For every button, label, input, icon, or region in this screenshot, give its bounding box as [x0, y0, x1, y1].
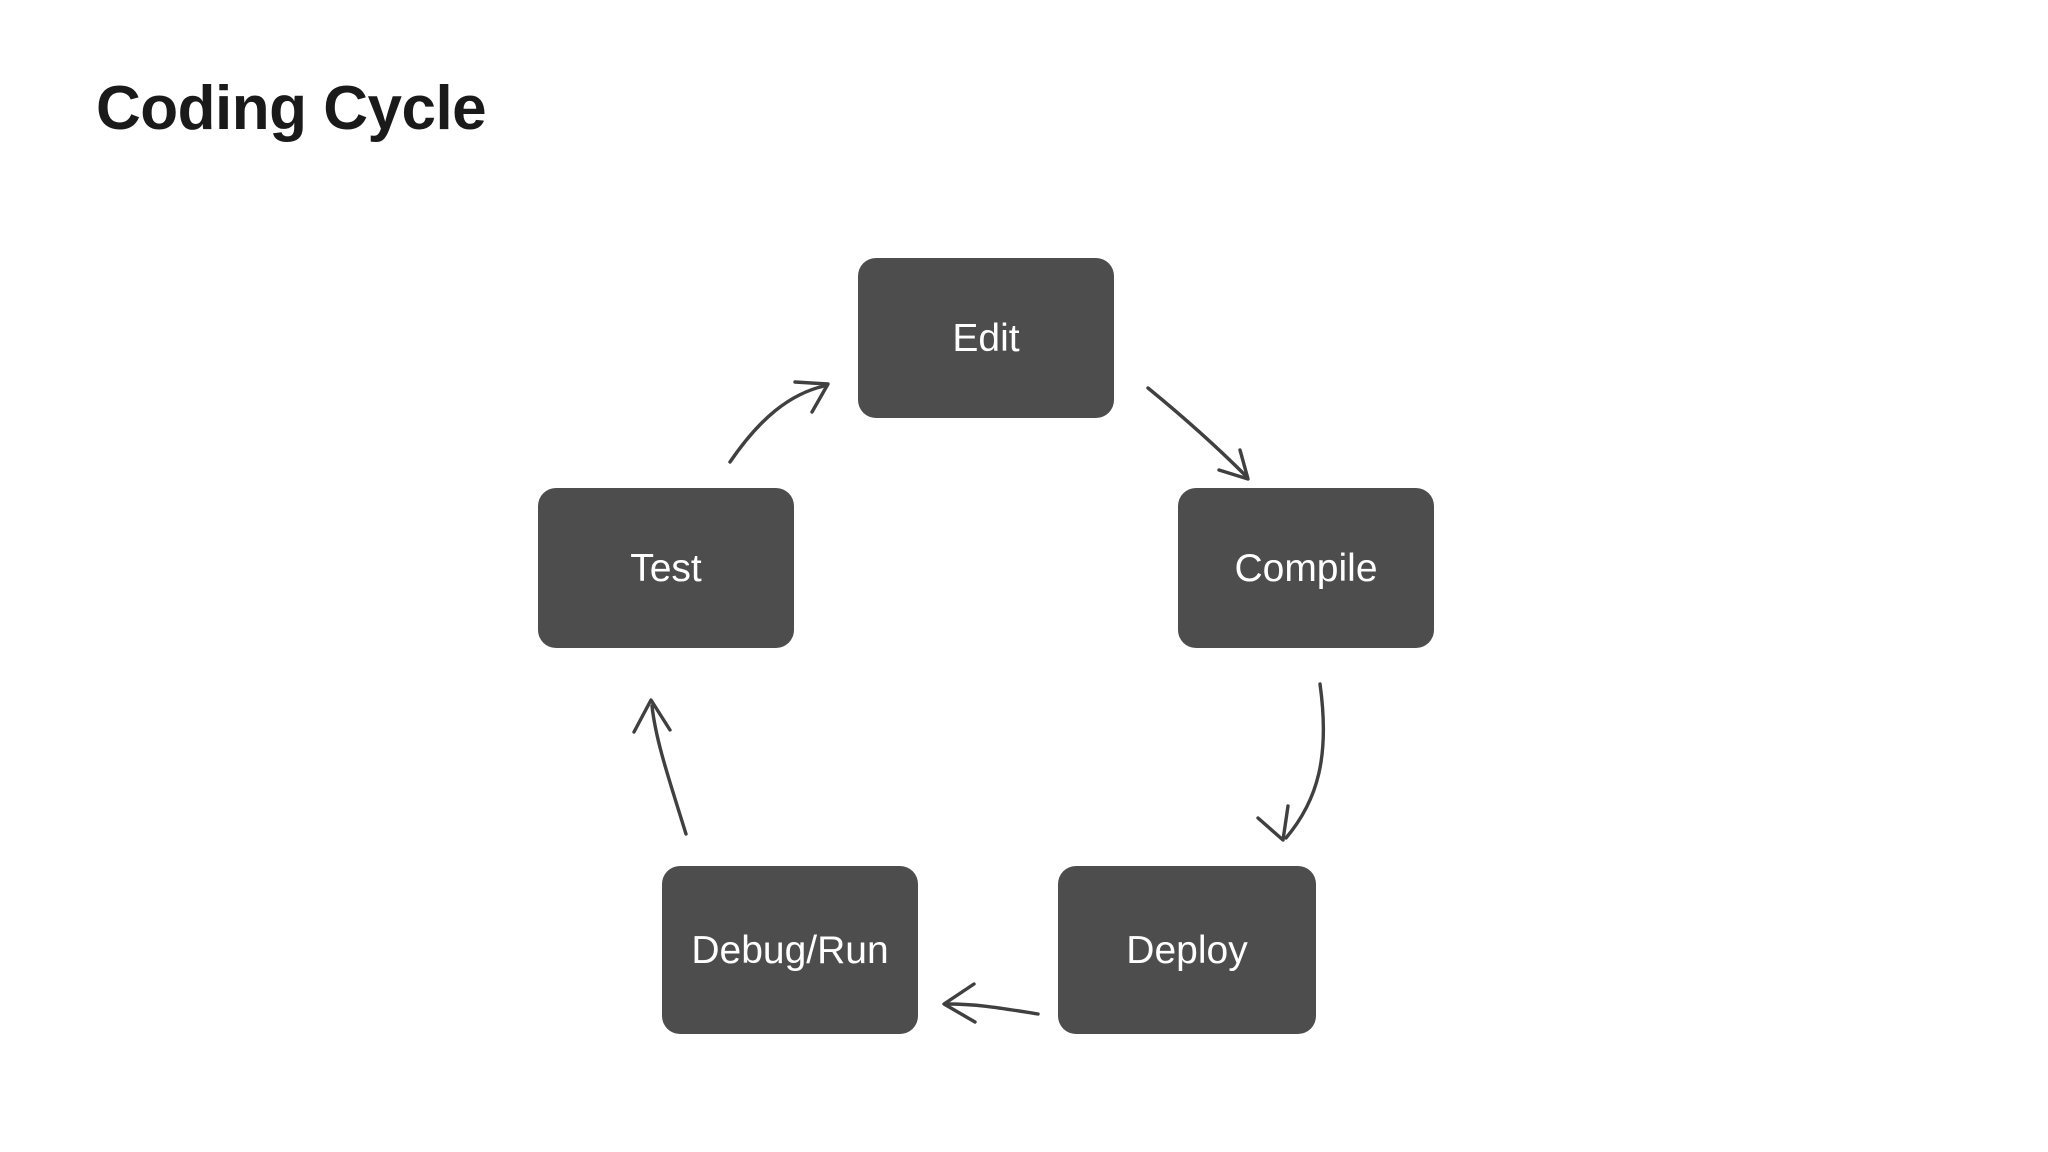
- node-edit-label: Edit: [952, 316, 1020, 360]
- node-debug-run[interactable]: Debug/Run: [662, 866, 918, 1034]
- arrow-edit-to-compile: [1146, 386, 1250, 481]
- arrow-deploy-to-debugrun: [942, 982, 1040, 1024]
- arrow-test-to-edit: [728, 380, 830, 464]
- arrow-compile-to-deploy: [1256, 682, 1326, 842]
- node-test-label: Test: [630, 546, 702, 590]
- node-test[interactable]: Test: [538, 488, 794, 648]
- arrow-debugrun-to-test: [632, 698, 688, 836]
- node-deploy-label: Deploy: [1126, 928, 1248, 972]
- node-compile-label: Compile: [1234, 546, 1378, 590]
- node-deploy[interactable]: Deploy: [1058, 866, 1316, 1034]
- node-compile[interactable]: Compile: [1178, 488, 1434, 648]
- node-edit[interactable]: Edit: [858, 258, 1114, 418]
- page-title: Coding Cycle: [96, 74, 487, 143]
- node-debug-run-label: Debug/Run: [691, 928, 889, 972]
